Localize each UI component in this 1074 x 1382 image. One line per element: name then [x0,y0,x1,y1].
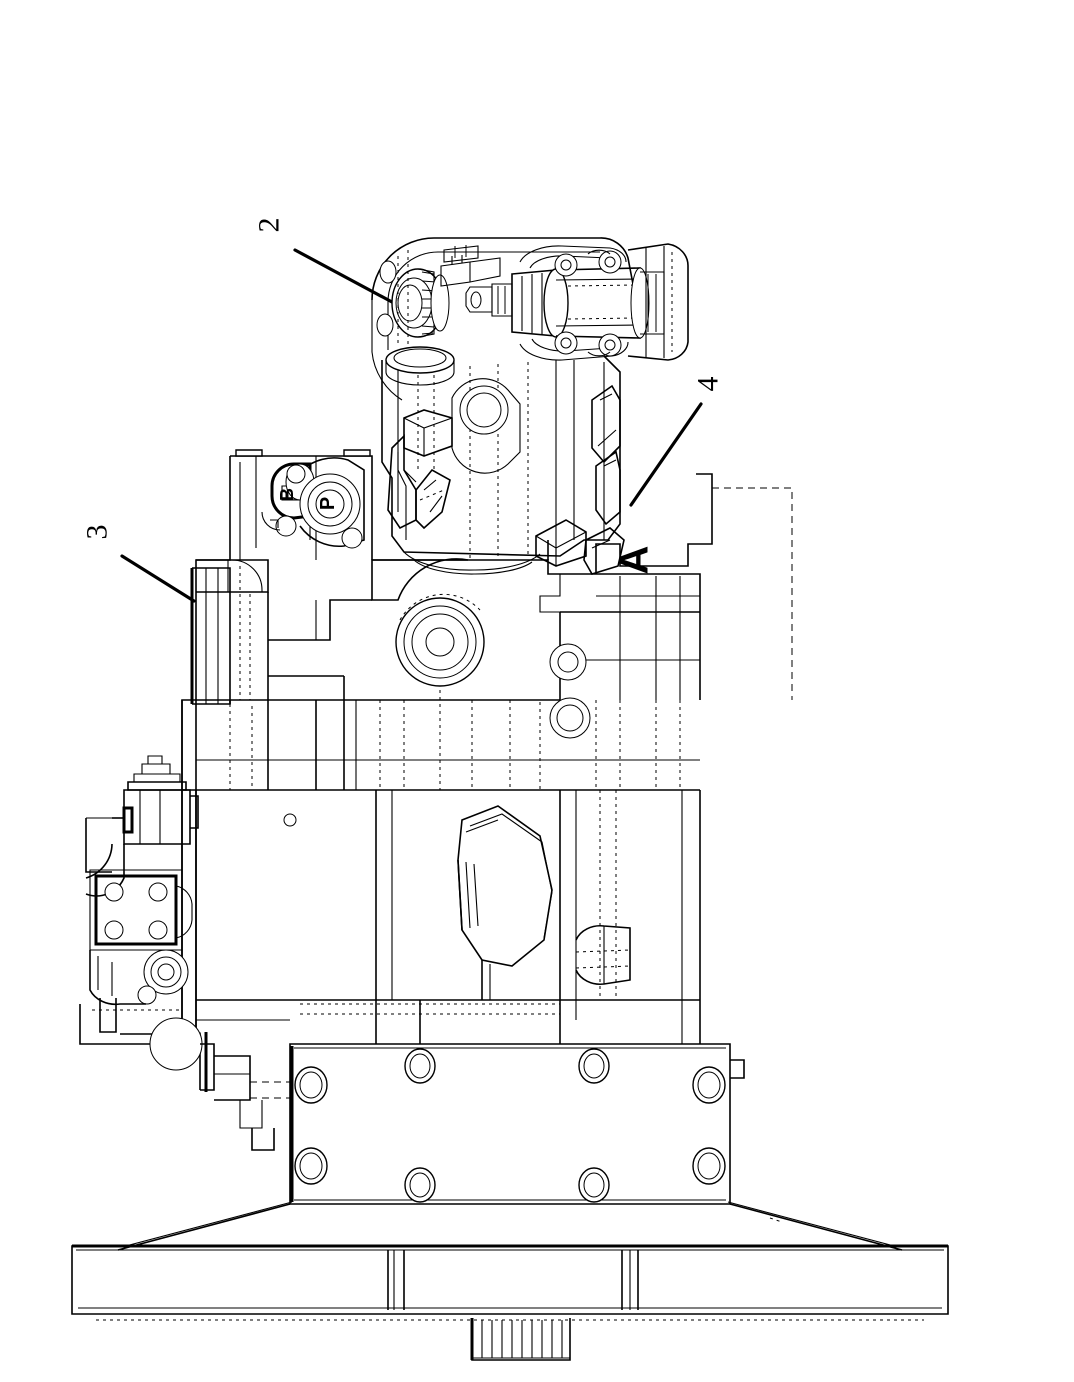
left-side-flange [190,559,269,705]
callout-2-label: 2 [252,217,286,233]
callout-3-label: 3 [80,524,114,540]
adjuster-nut [391,268,450,338]
octagonal-recess [457,805,553,1000]
port-b-label: B [277,488,297,501]
mounting-flange-block [117,1043,903,1251]
square-cover-plate [89,869,193,951]
pump-main-housing [79,449,793,1151]
regulator-wedges [535,384,625,575]
splined-output-shaft [470,1318,571,1361]
hex-fitting [387,409,453,530]
regulator-top-boss [385,346,455,386]
tie-arms [519,245,629,361]
main-port-circle [371,558,485,687]
section-a-marker: A [612,545,657,575]
port-p-label: P [317,496,340,511]
lower-left-boss [79,949,275,1151]
auxiliary-valve-stack [85,755,199,897]
pilot-piston [465,283,513,317]
callout-4-label: 4 [691,376,725,392]
leader-lines [120,248,703,603]
secondary-port-circle [549,643,591,739]
regulator-port-face [451,378,521,474]
port-flange [261,457,365,549]
base-plate [71,1244,949,1321]
regulator-control-assembly [371,237,689,575]
